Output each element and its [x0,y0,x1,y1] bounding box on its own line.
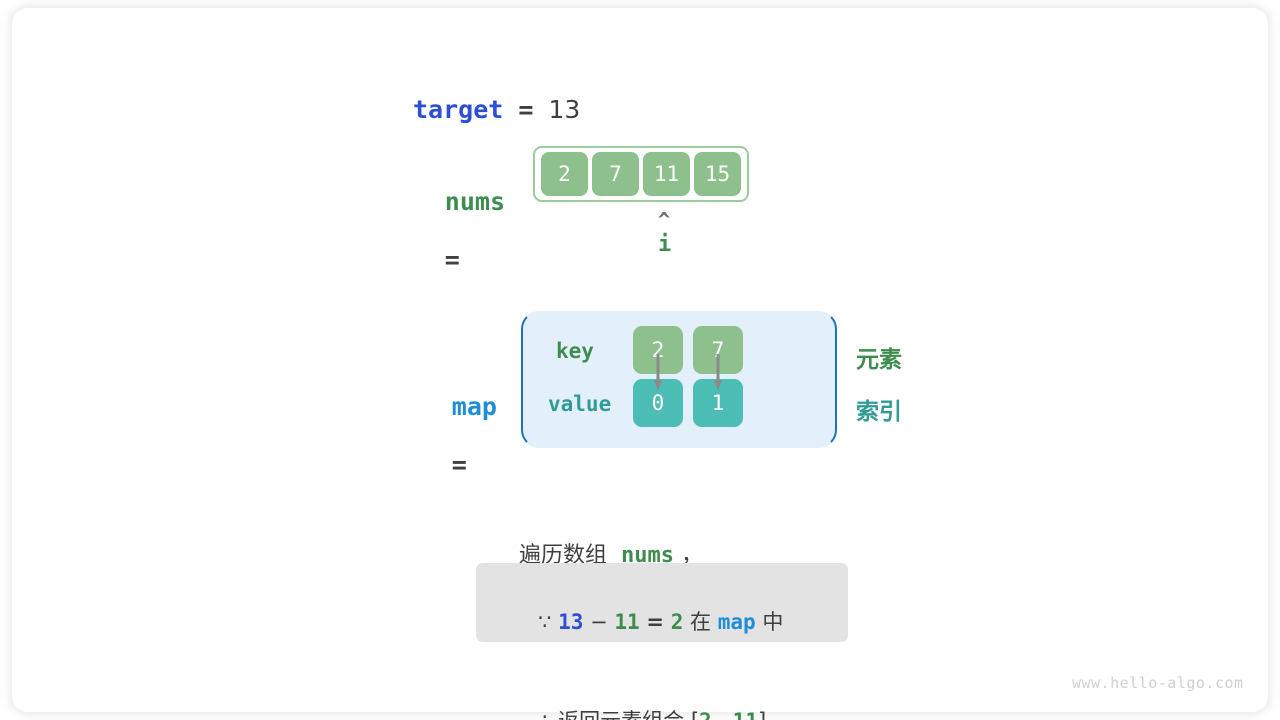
map-value-cell: 0 [633,379,683,427]
map-entry: 7 1 [693,326,743,427]
target-value: 13 [548,94,581,124]
target-variable-name: target [413,94,504,124]
map-variable-name: map [451,392,497,421]
conclusion-line-1: ∵ 13 − 11 = 2 在 map 中 [498,573,826,672]
legend-element: 元素 [856,347,902,373]
map-value-cell: 1 [693,379,743,427]
conclusion-box: ∵ 13 − 11 = 2 在 map 中 ∴ 返回元素组合 [2，11] [476,563,848,720]
bracket-open: [ [691,709,699,720]
target-row: target = 13 [413,92,580,126]
minus-symbol: − [590,610,608,634]
pointer-label-i: i [658,232,672,257]
nums-array-container: 2 7 11 15 [533,146,749,202]
map-row-label: map = [420,363,497,508]
bracket-close: ] [758,709,766,720]
nums-equals-sign: = [444,245,460,274]
therefore-symbol: ∴ [538,709,551,720]
map-key-cell: 2 [633,326,683,374]
text-zhong: 中 [762,610,784,634]
result-text: 返回元素组合 [558,709,684,720]
map-value-label: value [548,392,612,416]
operand-a: 13 [558,610,584,634]
array-cell: 2 [541,152,588,196]
pointer-caret-icon: ^ [658,208,671,232]
array-cell: 15 [694,152,741,196]
caption-suffix: ， [680,543,703,568]
map-key-cell: 7 [693,326,743,374]
result-a: 2 [699,709,712,720]
nums-row-label: nums = [413,158,505,303]
equals-symbol: = [646,610,664,634]
array-cell: 11 [643,152,690,196]
conclusion-line-2: ∴ 返回元素组合 [2，11] [498,672,826,720]
map-entry-columns: 2 0 7 1 [633,326,753,427]
nums-variable-name: nums [444,187,506,216]
because-symbol: ∵ [538,610,552,634]
target-equals-sign: = [518,94,534,124]
map-row-labels: key value [548,311,628,444]
watermark: www.hello-algo.com [1072,674,1244,692]
legend-index: 索引 [856,399,902,425]
map-equals-sign: = [451,450,467,479]
array-cell: 7 [592,152,639,196]
operand-c: 2 [670,610,684,634]
result-b: 11 [733,709,758,720]
map-reference: map [717,610,756,634]
map-entry: 2 0 [633,326,683,427]
operand-b: 11 [614,610,640,634]
result-comma: ， [712,709,733,720]
map-key-label: key [556,339,594,363]
text-in: 在 [690,610,712,634]
